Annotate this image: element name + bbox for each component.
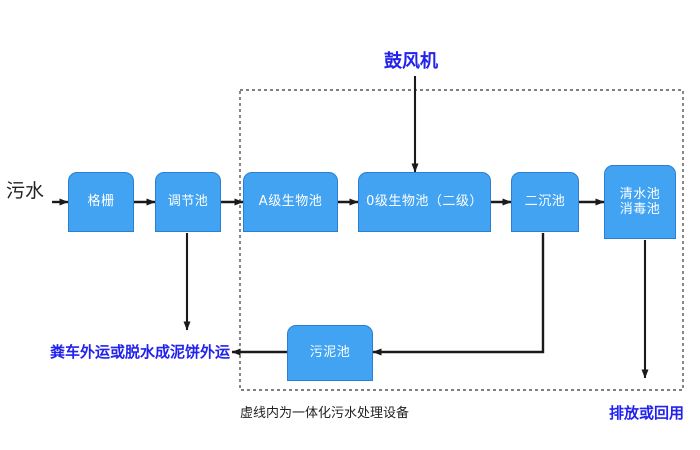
node-secondary-clarifier-label: 二沉池 — [524, 194, 566, 210]
discharge-reuse-outlet-label: 排放或回用 — [609, 404, 685, 422]
node-secondary-clarifier[interactable]: 二沉池 — [511, 172, 579, 232]
inlet-label: 污水 — [6, 180, 45, 202]
node-a-stage-bioreactor[interactable]: A级生物池 — [243, 172, 338, 232]
node-grille-label: 格栅 — [87, 194, 115, 210]
node-o-stage-bioreactor-label: 0级生物池（二级） — [366, 194, 483, 210]
node-sludge-tank-label: 污泥池 — [309, 345, 351, 361]
sludge-haul-outlet-label: 粪车外运或脱水成泥饼外运 — [50, 343, 231, 361]
node-clearwater-disinfection-tank-label: 清水池 消毒池 — [619, 186, 661, 217]
node-regulating-tank[interactable]: 调节池 — [155, 172, 221, 232]
node-clearwater-disinfection-tank[interactable]: 清水池 消毒池 — [604, 165, 676, 239]
node-a-stage-bioreactor-label: A级生物池 — [258, 194, 323, 210]
node-o-stage-bioreactor[interactable]: 0级生物池（二级） — [358, 172, 491, 232]
boundary-caption: 虚线内为一体化污水处理设备 — [240, 406, 410, 421]
arrow-clarifier-to-sludge-tank — [372, 233, 545, 356]
node-grille[interactable]: 格栅 — [68, 172, 134, 232]
node-regulating-tank-label: 调节池 — [167, 194, 209, 210]
blower-label: 鼓风机 — [384, 51, 438, 72]
node-sludge-tank[interactable]: 污泥池 — [287, 325, 373, 381]
